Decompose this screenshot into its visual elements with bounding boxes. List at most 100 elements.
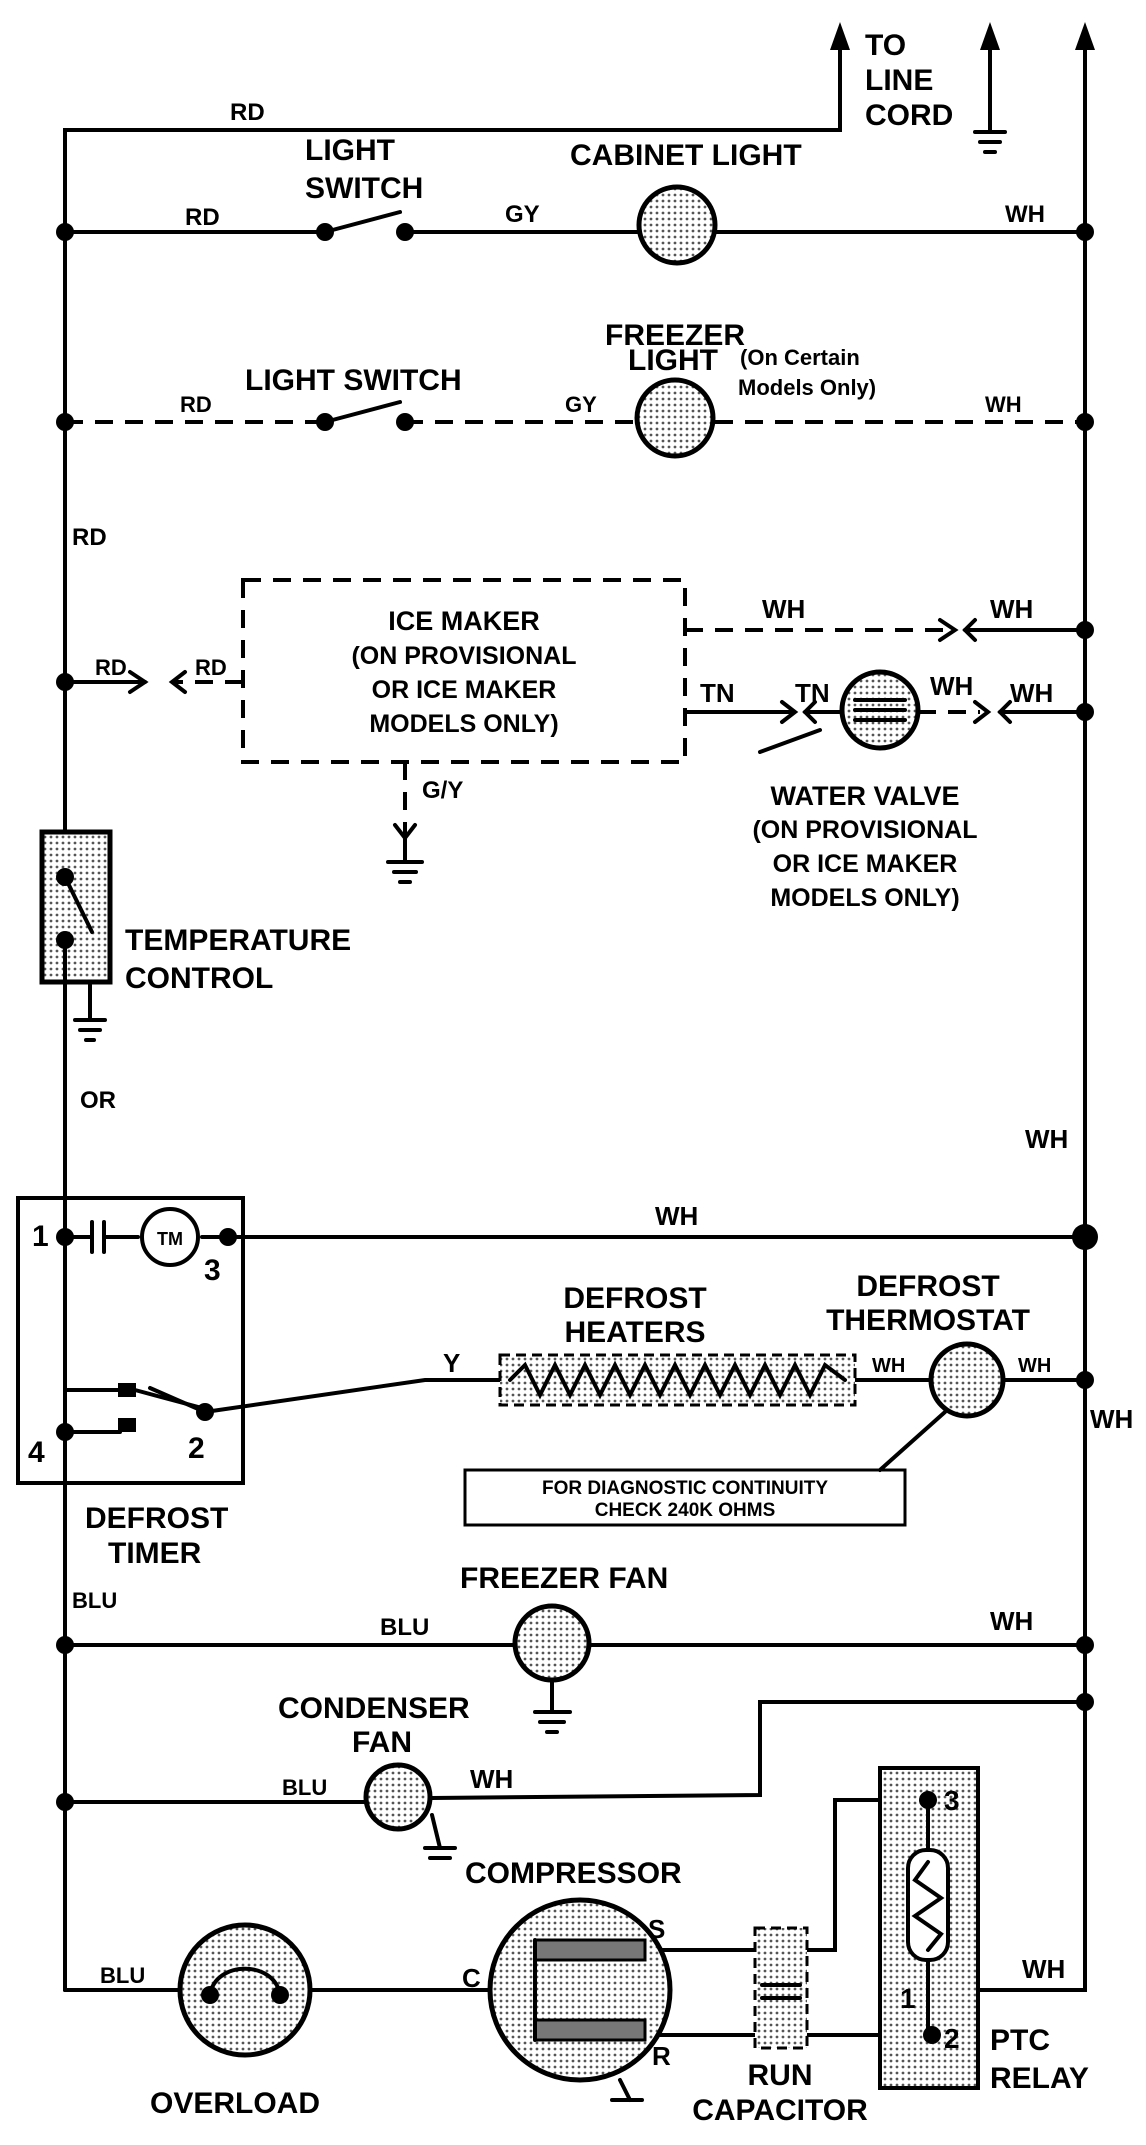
overload-label: OVERLOAD bbox=[150, 2087, 320, 2120]
water-valve-label: (ON PROVISIONAL bbox=[752, 816, 977, 844]
ice-maker-label: ICE MAKER bbox=[388, 606, 540, 636]
wire-color-label: BLU bbox=[282, 1775, 327, 1800]
compressor-terminal-label: S bbox=[648, 1914, 665, 1944]
wire-color-label: TN bbox=[700, 678, 735, 708]
wire-color-label: BLU bbox=[380, 1614, 429, 1641]
wire-color-label: WH bbox=[1025, 1124, 1068, 1154]
compressor-motor bbox=[487, 1897, 673, 2083]
temperature-control-label: TEMPERATURE bbox=[125, 924, 351, 957]
wire-color-label: WH bbox=[1022, 1954, 1065, 1984]
timer-terminal-label: 4 bbox=[28, 1436, 45, 1469]
wire-color-label: WH bbox=[470, 1764, 513, 1794]
temperature-control bbox=[39, 829, 113, 985]
to-line-cord-label: TO bbox=[865, 29, 906, 62]
wire-color-label: RD bbox=[72, 524, 107, 551]
water-valve-label: WATER VALVE bbox=[771, 781, 960, 811]
wire-color-label: WH bbox=[985, 392, 1022, 417]
diagnostic-note: FOR DIAGNOSTIC CONTINUITY bbox=[542, 1478, 828, 1499]
wire-color-label: G/Y bbox=[422, 777, 463, 804]
condenser-fan-label: FAN bbox=[352, 1726, 412, 1759]
freezer-light-circuit bbox=[56, 400, 1094, 431]
ptc-terminal-label: 2 bbox=[944, 2023, 960, 2054]
wire-color-label: RD bbox=[195, 655, 227, 680]
wire-color-label: Y bbox=[443, 1348, 460, 1378]
wire-color-label: WH bbox=[990, 594, 1033, 624]
light-switch-label: LIGHT bbox=[305, 134, 395, 167]
condenser-fan-motor bbox=[363, 1762, 433, 1832]
freezer-light-bulb bbox=[634, 377, 716, 459]
wire-color-label: GY bbox=[565, 392, 597, 417]
wire-color-label: WH bbox=[762, 594, 805, 624]
run-capacitor-label: CAPACITOR bbox=[692, 2094, 868, 2127]
ice-maker-wiring bbox=[56, 618, 1094, 884]
ptc-terminal-label: 3 bbox=[944, 1785, 960, 1816]
timer-motor-label: TM bbox=[157, 1229, 183, 1249]
timer-terminal-label: 1 bbox=[32, 1220, 49, 1253]
condenser-fan-label: CONDENSER bbox=[278, 1692, 470, 1725]
diagnostic-pointer bbox=[878, 1410, 947, 1472]
wire-color-label: WH bbox=[1005, 201, 1045, 228]
compressor-terminal-label: C bbox=[462, 1963, 481, 1993]
overload-element-icon bbox=[208, 1966, 282, 1997]
diagnostic-note-box bbox=[463, 1468, 907, 1527]
freezer-fan-motor bbox=[512, 1603, 592, 1683]
defrost-timer-box bbox=[16, 1196, 245, 1485]
light-switch-label: LIGHT SWITCH bbox=[245, 364, 462, 397]
diagnostic-note: CHECK 240K OHMS bbox=[595, 1500, 776, 1521]
wire-color-label: WH bbox=[930, 671, 973, 701]
bus-wires bbox=[63, 28, 1087, 1992]
compressor-terminal-label: R bbox=[652, 2041, 671, 2071]
temperature-control-label: CONTROL bbox=[125, 962, 273, 995]
defrost-heater-circuit bbox=[203, 1371, 1094, 1414]
wire-color-label: WH bbox=[1090, 1404, 1133, 1434]
defrost-timer-label: DEFROST bbox=[85, 1502, 228, 1535]
wire-color-label: WH bbox=[655, 1201, 698, 1231]
ptc-relay-label: RELAY bbox=[990, 2062, 1089, 2095]
wire-color-label: BLU bbox=[100, 1963, 145, 1988]
defrost-timer-contacts bbox=[56, 1220, 1098, 1441]
light-switch-label: SWITCH bbox=[305, 172, 423, 205]
wire-color-label: RD bbox=[230, 99, 265, 126]
defrost-thermostat-label: THERMOSTAT bbox=[826, 1304, 1030, 1337]
wire-color-label: WH bbox=[1010, 678, 1053, 708]
ice-maker-label: (ON PROVISIONAL bbox=[351, 642, 576, 670]
ptc-thermistor-icon bbox=[911, 1860, 945, 1952]
condenser-fan-circuit bbox=[56, 1693, 1094, 1860]
freezer-light-label: FREEZER bbox=[605, 319, 745, 352]
compressor-winding bbox=[533, 1938, 647, 1962]
heater-element-icon bbox=[508, 1360, 847, 1400]
water-valve-label: OR ICE MAKER bbox=[773, 850, 958, 878]
freezer-fan-label: FREEZER FAN bbox=[460, 1562, 668, 1595]
ptc-terminal-label: 1 bbox=[900, 1983, 916, 2014]
defrost-timer-label: TIMER bbox=[108, 1537, 202, 1570]
wire-color-label: RD bbox=[180, 392, 212, 417]
cabinet-light-label: CABINET LIGHT bbox=[570, 139, 802, 172]
temperature-control-switch bbox=[56, 868, 107, 1992]
to-line-cord-label: CORD bbox=[865, 99, 953, 132]
ptc-terminal bbox=[923, 2026, 941, 2044]
wire-color-label: RD bbox=[185, 204, 220, 231]
wire-color-label: GY bbox=[505, 201, 540, 228]
overload-protector bbox=[177, 1922, 313, 2058]
water-valve-label: MODELS ONLY) bbox=[770, 884, 959, 912]
certain-models-note: Models Only) bbox=[738, 375, 876, 400]
ice-maker-box bbox=[241, 578, 687, 764]
freezer-fan-circuit bbox=[56, 1636, 1094, 1734]
run-capacitor-label: RUN bbox=[748, 2059, 813, 2092]
defrost-thermostat bbox=[928, 1341, 1006, 1419]
wire-color-label: RD bbox=[95, 655, 127, 680]
timer-terminal-label: 2 bbox=[188, 1432, 205, 1465]
certain-models-note: (On Certain bbox=[740, 345, 860, 370]
wire-color-label: OR bbox=[80, 1087, 116, 1114]
ground-symbol-line-cord bbox=[973, 130, 1007, 154]
defrost-heaters-label: HEATERS bbox=[564, 1316, 705, 1349]
timer-motor-icon bbox=[140, 1207, 200, 1267]
ice-maker-label: MODELS ONLY) bbox=[369, 710, 558, 738]
compressor-label: COMPRESSOR bbox=[465, 1857, 682, 1890]
wire-color-label: TN bbox=[795, 678, 830, 708]
to-line-cord-label: LINE bbox=[865, 64, 933, 97]
wire-color-label: WH bbox=[872, 1355, 905, 1377]
wire-color-label: WH bbox=[990, 1606, 1033, 1636]
overload-terminal bbox=[201, 1986, 219, 2004]
